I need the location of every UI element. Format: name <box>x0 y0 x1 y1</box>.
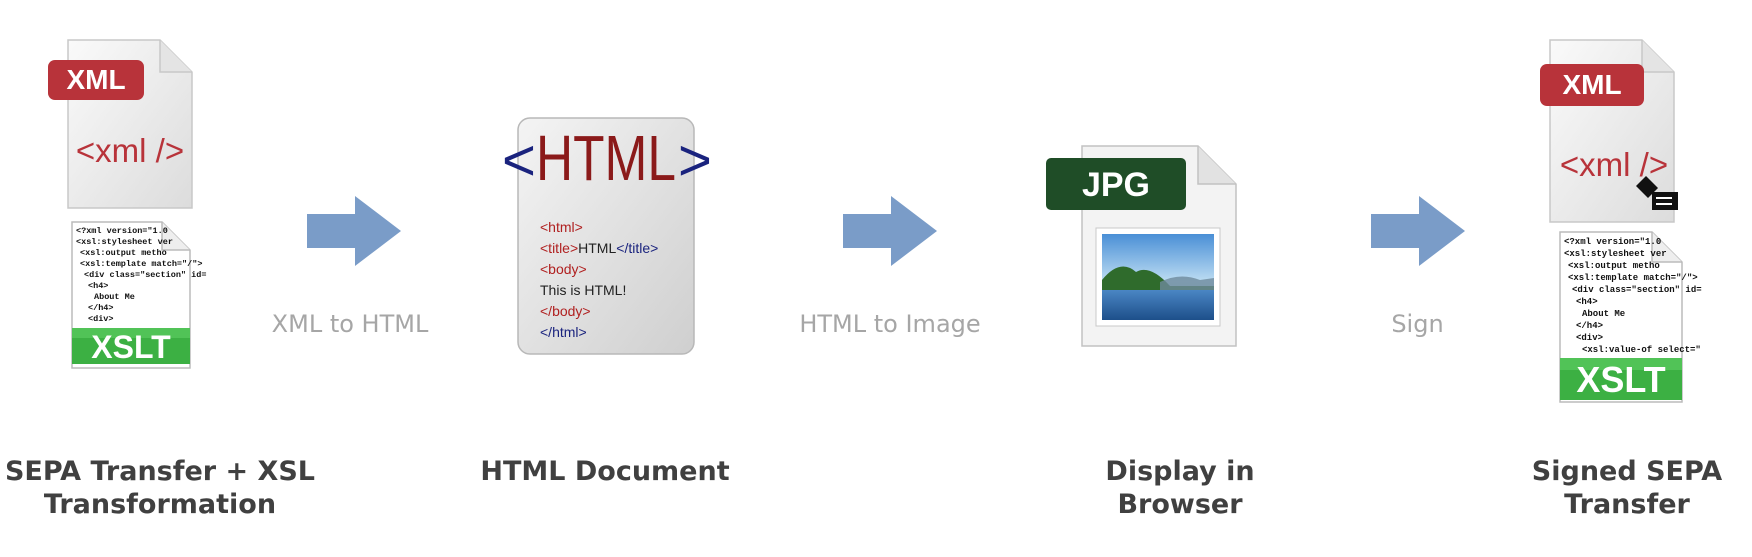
xml-badge-text: XML <box>1562 69 1621 100</box>
xslt-code-line: <xsl:stylesheet ver <box>76 237 173 247</box>
xslt-code-line: About Me <box>1582 309 1625 319</box>
xslt-code-line: <xsl:template match="/"> <box>1568 273 1698 283</box>
arrow-label: HTML to Image <box>799 310 981 338</box>
xslt-code-line: <?xml version="1.0 <box>76 226 168 236</box>
xml-badge-text: XML <box>66 64 125 95</box>
xslt-code-line: <h4> <box>88 281 108 291</box>
html-title-bracket-open: < <box>502 128 536 193</box>
html-code-line: <html> <box>540 219 583 235</box>
arrow-label: Sign <box>1391 310 1444 338</box>
xslt-code-line: <xsl:value-of select=" <box>1582 345 1701 355</box>
xslt-badge-text: XSLT <box>1576 359 1665 400</box>
html-code-line: <title>HTML</title> <box>540 240 658 256</box>
xslt-code-line: <div class="section" id= <box>1572 285 1702 295</box>
xslt-code-line: <?xml version="1.0 <box>1564 237 1661 247</box>
jpg-file-icon: JPG <box>1046 145 1237 347</box>
xslt-badge-text: XSLT <box>91 329 171 365</box>
html-code-line: This is HTML! <box>540 282 626 298</box>
xml-tag-text: <xml /> <box>76 132 184 169</box>
step-signed-transfer: XML <xml /> <?xml version="1.0 <xsl:styl… <box>1522 30 1712 430</box>
html-file-icon: < HTML > <html> <title>HTML</title> <bod… <box>502 117 712 355</box>
html-title-text: HTML <box>536 122 676 194</box>
arrow-right-icon <box>307 196 401 266</box>
signature-icon <box>1636 176 1678 210</box>
step-html-document: < HTML > <html> <title>HTML</title> <bod… <box>498 100 728 360</box>
xslt-code-line: </h4> <box>1576 321 1603 331</box>
arrow-right-icon <box>843 196 937 266</box>
xslt-code-line: <xsl:output metho <box>1568 261 1660 271</box>
step-caption: HTML Document <box>480 456 730 487</box>
xslt-code-line: <div class="section" id= <box>84 270 206 280</box>
html-code-line: </html> <box>540 324 587 340</box>
step-caption: Display in Browser <box>1105 456 1255 520</box>
html-code-line: </body> <box>540 303 591 319</box>
xslt-code-line: </h4> <box>88 303 114 313</box>
html-code-line: <body> <box>540 261 587 277</box>
xslt-code-line: <h4> <box>1576 297 1598 307</box>
xslt-code-line: <div> <box>88 314 114 324</box>
arrow-right-icon <box>1371 196 1465 266</box>
xml-tag-text: <xml /> <box>1560 146 1668 183</box>
xslt-code-line: <div> <box>1576 333 1603 343</box>
xslt-file-icon: <?xml version="1.0 <xsl:stylesheet ver <… <box>1559 231 1702 403</box>
xslt-code-line: <xsl:output metho <box>80 248 167 258</box>
xslt-code-line: <xsl:stylesheet ver <box>1564 249 1667 259</box>
arrow-label: XML to HTML <box>271 310 429 338</box>
step-caption: Signed SEPA Transfer <box>1531 456 1723 520</box>
step-display-browser: JPG <box>1040 140 1250 350</box>
jpg-badge-text: JPG <box>1082 166 1150 204</box>
step-caption: SEPA Transfer + XSL Transformation <box>4 456 316 520</box>
html-title-bracket-close: > <box>678 128 712 193</box>
xml-file-icon: XML <xml /> <box>48 39 193 209</box>
xml-file-icon: XML <xml /> <box>1540 39 1678 223</box>
xslt-code-line: <xsl:template match="/"> <box>80 259 202 269</box>
xslt-code-line: About Me <box>94 292 135 302</box>
xslt-file-icon: <?xml version="1.0 <xsl:stylesheet ver <… <box>71 221 206 369</box>
step-xml-xslt: XML <xml /> <?xml version="1.0 <xsl:styl… <box>40 30 230 370</box>
